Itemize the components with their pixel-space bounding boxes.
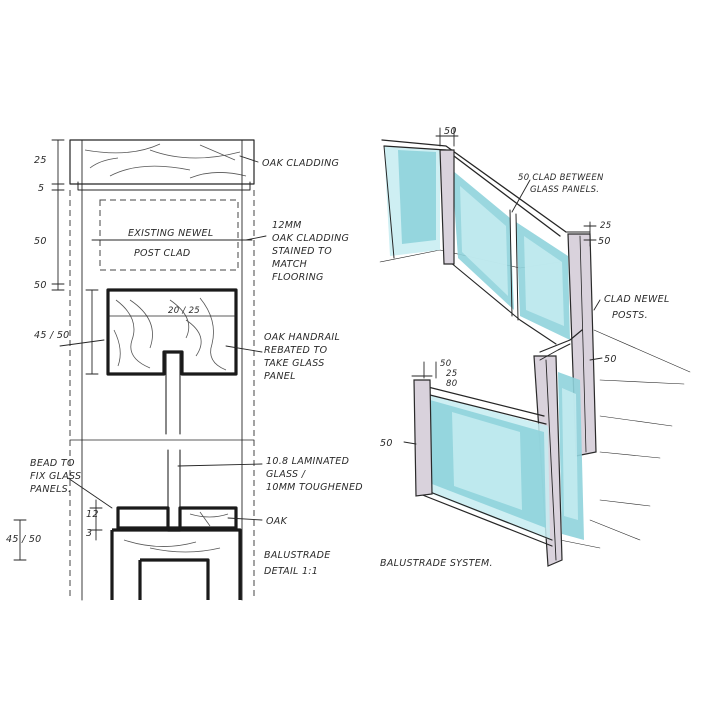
perspective-sketch: 50 25 50 50 25 80 50 50 50 CLAD BETWEEN …: [379, 126, 691, 569]
dim-p50-mid: 50: [440, 359, 451, 369]
note-existing-newel-2: POST CLAD: [134, 248, 191, 259]
note-handrail-4: PANEL: [264, 371, 296, 382]
note-bead-2: FIX GLASS: [30, 471, 81, 482]
note-oak-clad-3: STAINED TO: [272, 246, 332, 257]
dimension-chain-left: [13, 139, 103, 561]
right-glass-panel: [558, 372, 584, 540]
dim-p50-right: 50: [598, 236, 611, 247]
dim-p80-mid: 80: [446, 379, 457, 389]
dim-12: 12: [86, 509, 99, 520]
lower-left-post: [411, 375, 433, 497]
upper-left-post: [439, 149, 455, 265]
upper-glass-panel: [381, 139, 570, 345]
note-oak-clad-5: FLOORING: [272, 272, 324, 283]
note-glass-panels-2: GLASS PANELS.: [530, 185, 599, 195]
section-detail: 25 5 50 50 45 / 50 20 / 25 12 3 45 / 50 …: [6, 139, 363, 601]
oak-cladding-block: [69, 139, 255, 191]
dim-45-50b: 45 / 50: [6, 534, 42, 545]
dim-5: 5: [38, 183, 44, 194]
note-handrail-1: OAK HANDRAIL: [264, 332, 340, 343]
note-oak-clad-2: OAK CLADDING: [272, 233, 349, 244]
note-existing-newel-1: EXISTING NEWEL: [128, 228, 213, 239]
dim-p25-right: 25: [600, 221, 611, 231]
note-bead-1: BEAD TO: [30, 458, 75, 469]
dim-p50-left: 50: [380, 438, 393, 449]
glass-panel-section: [69, 351, 255, 531]
dim-p50-top: 50: [444, 126, 457, 137]
note-glass-2: GLASS /: [266, 469, 307, 480]
note-newel-1: CLAD NEWEL: [604, 294, 670, 305]
note-oak-cladding: OAK CLADDING: [262, 158, 339, 169]
note-balustrade-2: DETAIL 1:1: [264, 566, 318, 577]
dim-3: 3: [86, 528, 92, 539]
note-newel-2: POSTS.: [612, 310, 648, 321]
dim-p50-right2: 50: [604, 354, 617, 365]
dim-50b: 50: [34, 280, 47, 291]
dimension-ticks-right: [403, 127, 603, 445]
dim-45-50: 45 / 50: [34, 330, 70, 341]
handrail-section: [106, 288, 238, 376]
caption-balustrade-system: BALUSTRADE SYSTEM.: [380, 558, 493, 569]
dim-p25-mid: 25: [446, 369, 457, 379]
note-glass-1: 10.8 LAMINATED: [266, 456, 349, 467]
note-oak-clad-1: 12MM: [272, 220, 302, 231]
note-bead-3: PANELS.: [30, 484, 71, 495]
dim-50: 50: [34, 236, 47, 247]
note-oak-clad-4: MATCH: [272, 259, 307, 270]
leader-lines-left: [59, 155, 267, 521]
note-glass-panels-1: 50 CLAD BETWEEN: [518, 173, 604, 183]
note-balustrade-1: BALUSTRADE: [264, 550, 331, 561]
base-rail-section: [110, 506, 242, 600]
note-handrail-3: TAKE GLASS: [264, 358, 325, 369]
dim-25: 25: [34, 155, 47, 166]
note-glass-3: 10MM TOUGHENED: [266, 482, 363, 493]
dim-20-25: 20 / 25: [168, 306, 200, 316]
existing-newel-outline: [99, 199, 239, 271]
note-handrail-2: REBATED TO: [264, 345, 328, 356]
note-oak: OAK: [266, 516, 288, 527]
lower-glass-panel: [415, 383, 553, 547]
